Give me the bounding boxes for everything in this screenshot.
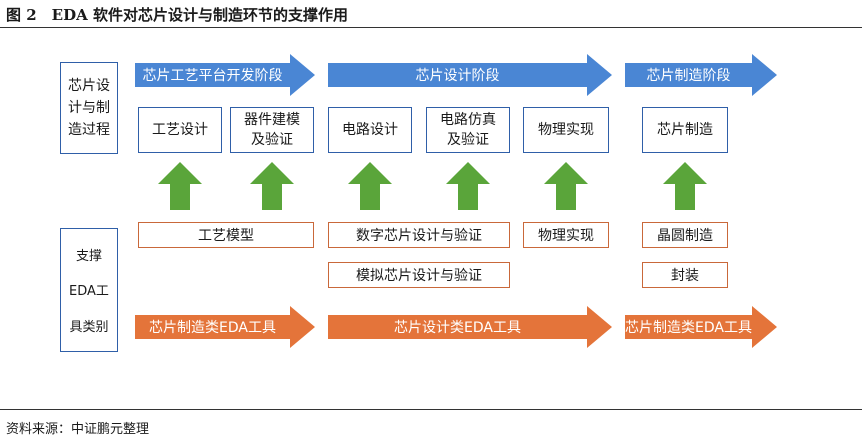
up-arrow-icon [544, 162, 588, 210]
up-arrow-icon [663, 162, 707, 210]
figure-title: 图 2 EDA 软件对芯片设计与制造环节的支撑作用 [6, 6, 348, 24]
tool-arrow-fab-2 [625, 306, 777, 348]
step-label: 工艺设计 [152, 122, 208, 138]
step-label: 电路仿真 及验证 [440, 112, 496, 148]
support-label-line: 具类别 [69, 319, 109, 335]
process-label-line: 芯片设 [68, 78, 110, 94]
up-arrow-icon [250, 162, 294, 210]
top-rule [0, 27, 862, 28]
stage-arrow-design-label: 芯片设计阶段 [415, 68, 500, 84]
process-label: 芯片设 计与制 造过程 [60, 62, 118, 154]
figure-source: 资料来源：中证鹏元整理 [6, 422, 150, 437]
step-label: 器件建模 及验证 [244, 112, 300, 148]
support-label-line: EDA工 [69, 284, 109, 300]
step-circuit-design: 电路设计 [328, 107, 412, 153]
tool-packaging: 封装 [642, 262, 728, 288]
step-label: 电路设计 [342, 122, 398, 138]
tool-label: 物理实现 [538, 228, 594, 244]
tool-physical-impl: 物理实现 [523, 222, 609, 248]
support-label: 支撑 EDA工 具类别 [60, 228, 118, 352]
bottom-rule [0, 409, 862, 410]
stage-arrow-manufacturing-label: 芯片制造阶段 [646, 68, 731, 84]
stage-arrow-design [328, 54, 612, 96]
process-label-line: 造过程 [68, 122, 110, 138]
step-craft-design: 工艺设计 [138, 107, 222, 153]
tool-process-model: 工艺模型 [138, 222, 314, 248]
tool-label: 封装 [671, 268, 699, 284]
up-arrow-icon [348, 162, 392, 210]
tool-arrow-design [328, 306, 612, 348]
tool-arrow-design-label: 芯片设计类EDA工具 [394, 320, 521, 336]
support-label-line: 支撑 [75, 249, 102, 265]
tool-label: 模拟芯片设计与验证 [356, 268, 482, 284]
tool-arrow-fab [135, 306, 315, 348]
up-arrow-icon [446, 162, 490, 210]
tool-digital-design: 数字芯片设计与验证 [328, 222, 510, 248]
step-circuit-sim: 电路仿真 及验证 [426, 107, 510, 153]
stage-arrow-manufacturing [625, 54, 777, 96]
step-label: 芯片制造 [657, 122, 713, 138]
process-label-line: 计与制 [68, 100, 110, 116]
step-chip-fab: 芯片制造 [642, 107, 728, 153]
tool-label: 晶圆制造 [657, 228, 713, 244]
tool-wafer-fab: 晶圆制造 [642, 222, 728, 248]
stage-arrow-platform-label: 芯片工艺平台开发阶段 [142, 68, 283, 84]
tool-analog-design: 模拟芯片设计与验证 [328, 262, 510, 288]
tool-label: 工艺模型 [198, 228, 254, 244]
up-arrow-icon [158, 162, 202, 210]
tool-label: 数字芯片设计与验证 [356, 228, 482, 244]
stage-arrow-platform [135, 54, 315, 96]
step-physical-impl: 物理实现 [523, 107, 609, 153]
tool-arrow-fab-2-label: 芯片制造类EDA工具 [625, 320, 752, 336]
step-device-modeling: 器件建模 及验证 [230, 107, 314, 153]
tool-arrow-fab-label: 芯片制造类EDA工具 [149, 320, 276, 336]
step-label: 物理实现 [538, 122, 594, 138]
